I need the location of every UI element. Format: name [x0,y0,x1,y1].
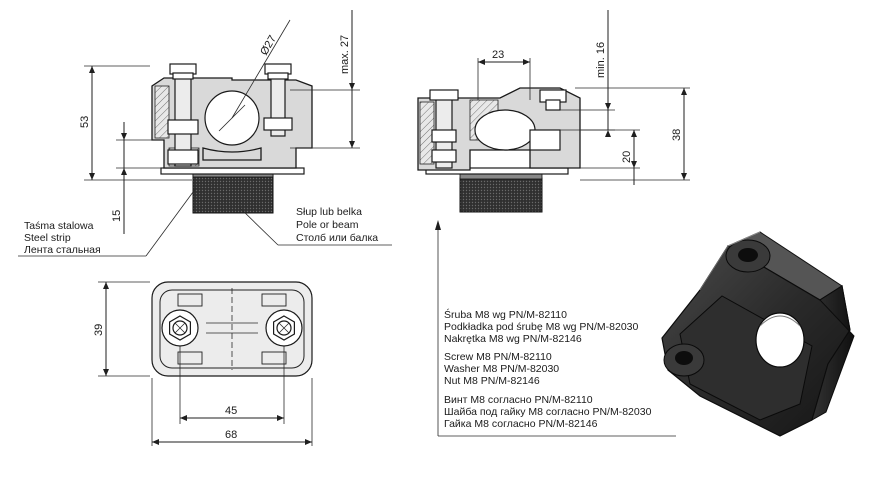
dim-min-16: min. 16 [595,42,607,78]
dim-45: 45 [225,405,237,417]
note-en-nut: Nut M8 PN/M-82146 [444,375,540,387]
hardware-notes: Śruba M8 wg PN/M-82110 Podkładka pod śru… [444,308,652,430]
callout-steel-strip-pl: Taśma stalowa [24,220,94,232]
beam-block [459,177,543,213]
note-pl-screw: Śruba M8 wg PN/M-82110 [444,308,567,321]
dim-39: 39 [93,324,105,336]
pole-block [192,174,274,214]
note-ru-washer: Шайба под гайку M8 согласно PN/M-82030 [444,406,652,418]
top-view: 39 45 68 [93,281,313,446]
note-ru-nut: Гайка M8 согласно PN/M-82146 [444,418,598,430]
nut-right-top [265,309,303,347]
callout-pole-en: Pole or beam [296,219,359,231]
note-en-washer: Washer M8 PN/M-82030 [444,363,559,375]
side-view: 23 min. 16 20 38 [417,10,690,437]
note-pl-nut: Nakrętka M8 wg PN/M-82146 [444,333,582,345]
steel-strip [160,167,305,175]
oval-opening-side [474,109,536,151]
dim-20: 20 [621,151,633,163]
callout-pole-ru: Столб или балка [296,232,378,244]
dim-38: 38 [671,129,683,141]
dim-15: 15 [111,210,123,222]
callout-steel-strip-ru: Лента стальная [24,244,101,256]
note-ru-screw: Винт M8 согласно PN/M-82110 [444,394,593,406]
note-pl-washer: Podkładka pod śrubę M8 wg PN/M-82030 [444,321,639,333]
callout-steel-strip-en: Steel strip [24,232,71,244]
nut-left-top [161,309,199,347]
note-en-screw: Screw M8 PN/M-82110 [444,351,552,363]
tube-hole-3d [755,312,805,368]
dim-diameter: Ø27 [258,33,279,57]
dim-53: 53 [79,116,91,128]
callout-pole-pl: Słup lub belka [296,206,362,218]
dim-max-27: max. 27 [339,35,351,74]
front-view: Ø27 53 15 max. 27 Taśma stalowa Steel st… [18,10,392,257]
clamp-3d-render [661,231,855,437]
dim-68: 68 [225,429,237,441]
dim-23: 23 [492,49,504,61]
